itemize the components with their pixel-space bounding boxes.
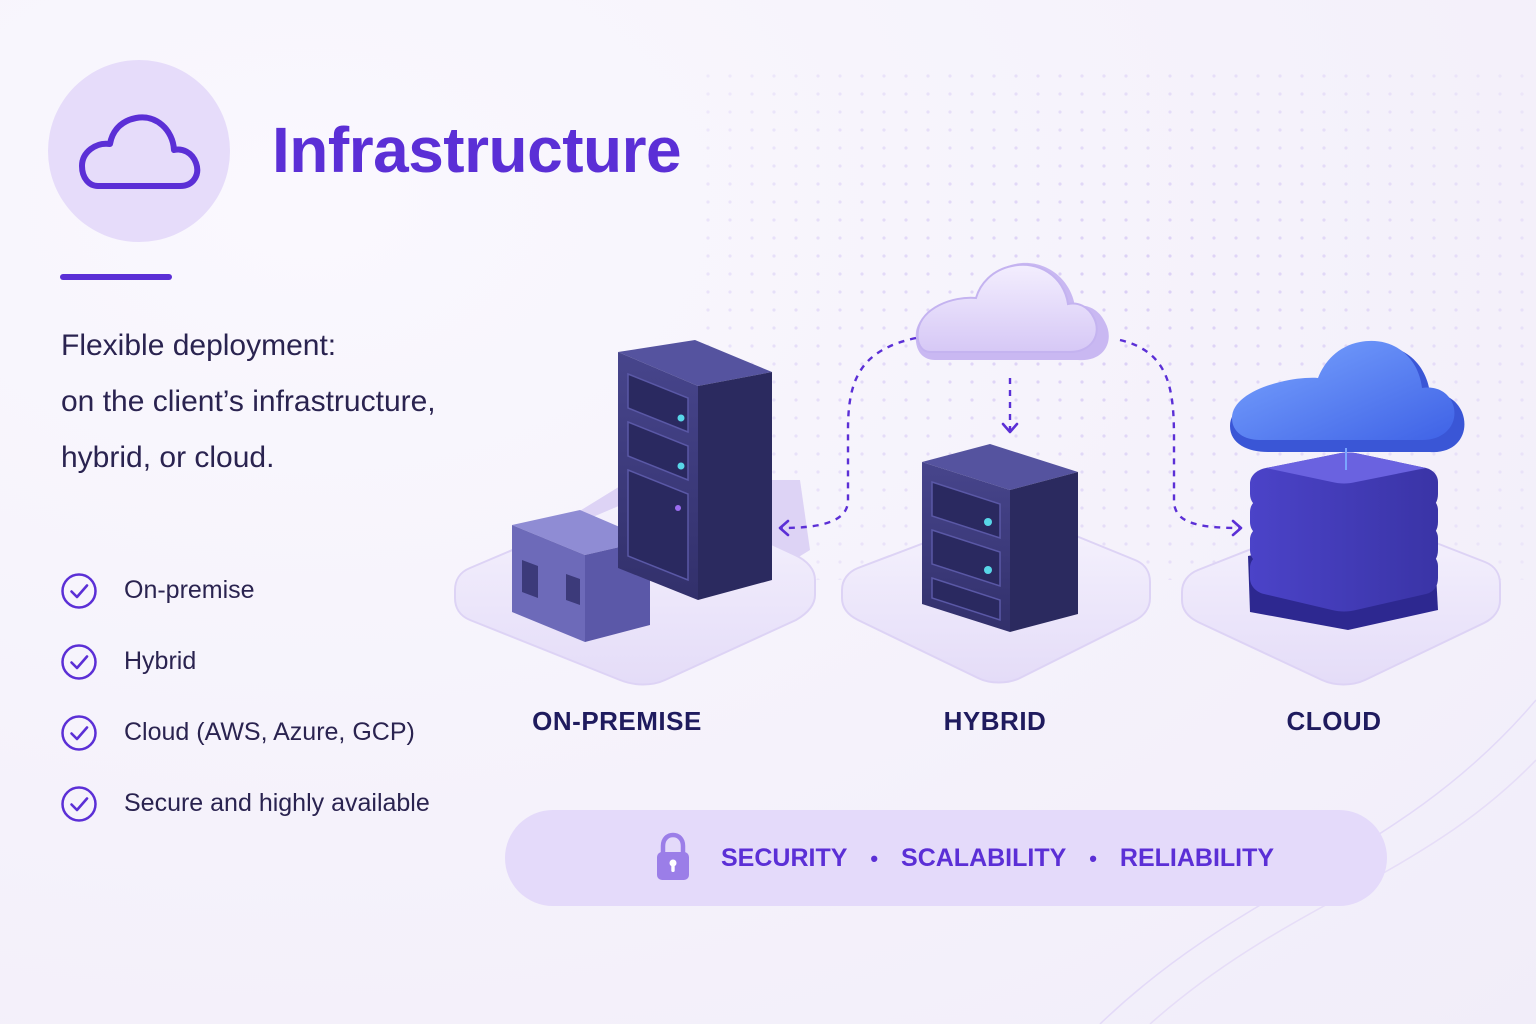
feature-label: Cloud (AWS, Azure, GCP)	[124, 718, 415, 746]
platform-label-hybrid: HYBRID	[943, 706, 1047, 736]
lock-icon	[657, 832, 689, 880]
banner-separator: •	[870, 846, 879, 871]
platform-label-on-premise: ON-PREMISE	[532, 706, 702, 736]
check-circle-icon	[61, 644, 97, 680]
storage-stack-icon	[1248, 452, 1438, 630]
cloud-icon	[79, 114, 201, 189]
description: Flexible deployment: on the client’s inf…	[61, 318, 521, 486]
server-icon	[922, 444, 1078, 632]
feature-label: Hybrid	[124, 647, 197, 675]
cloud-storage-icon	[1230, 340, 1465, 470]
feature-label: Secure and highly available	[124, 789, 430, 817]
check-circle-icon	[61, 715, 97, 751]
banner-item-security: SECURITY	[721, 844, 848, 872]
description-line: Flexible deployment:	[61, 329, 337, 362]
building-icon	[512, 510, 650, 642]
banner-items: SECURITY • SCALABILITY • RELIABILITY	[721, 844, 1274, 873]
deployment-illustration	[454, 262, 1501, 686]
banner-item-reliability: RELIABILITY	[1119, 844, 1275, 872]
banner-separator: •	[1089, 846, 1097, 871]
banner-item-scalability: SCALABILITY	[901, 844, 1067, 872]
check-circle-icon	[61, 786, 97, 822]
header-badge	[48, 60, 230, 242]
description-line: on the client’s infrastructure,	[61, 385, 436, 418]
hybrid-cloud-icon	[915, 262, 1109, 361]
check-circle-icon	[61, 573, 97, 609]
feature-label: On-premise	[124, 576, 255, 604]
server-rack-icon	[618, 340, 772, 600]
values-banner: SECURITY • SCALABILITY • RELIABILITY	[505, 810, 1387, 906]
connector-arrows	[781, 336, 1241, 530]
platform-label-cloud: CLOUD	[1286, 706, 1382, 736]
title-underline	[60, 274, 172, 280]
description-line: hybrid, or cloud.	[61, 441, 275, 474]
page-title: Infrastructure	[272, 114, 682, 186]
arrowheads	[778, 422, 1243, 537]
